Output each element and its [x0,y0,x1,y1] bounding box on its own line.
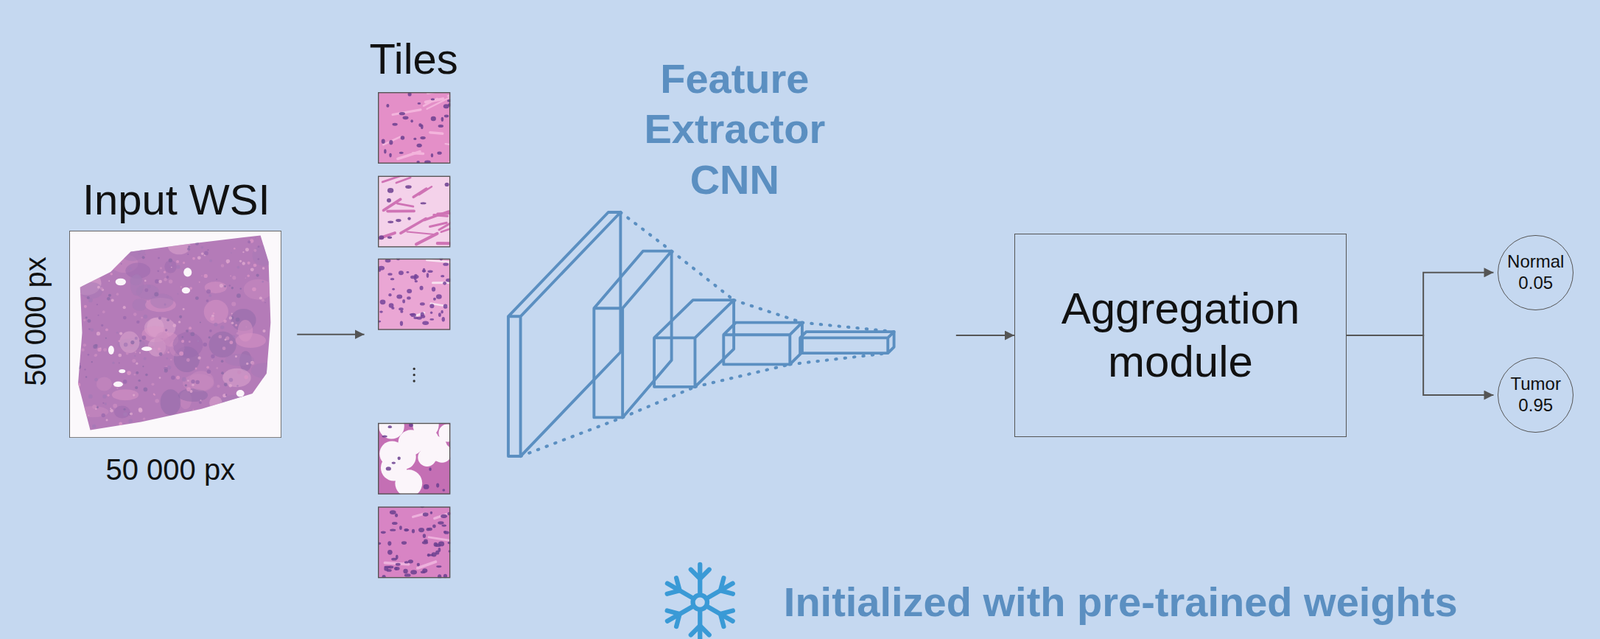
slide-image: Input WSI [69,230,282,438]
dotted-projection [789,352,888,364]
arrow-connector [1346,272,1494,336]
node-text: Tumor [1510,373,1561,395]
tissue-tile [377,422,451,494]
dotted-projection [694,364,790,387]
tissue-tile [377,506,451,578]
ellipsis-dot [412,379,415,382]
tissue-tile [377,92,451,164]
tile-border [377,506,450,578]
snowflake-icon [662,564,738,639]
heading-text: Tiles [369,33,459,85]
heading-text: Input WSI [82,173,271,226]
cnn-layer [654,299,734,387]
tissue-tile [377,175,451,247]
node-text: 0.95 [1518,394,1553,417]
arrow-connector [1346,335,1494,395]
cnn-layer [723,322,803,365]
tissue-section [78,235,271,431]
dotted-projection [520,417,623,457]
ellipsis-dot [412,373,415,376]
node-text: Normal [1507,251,1564,273]
dotted-projection [620,212,672,252]
arrow-connector [956,334,1015,336]
tiles-illustration [377,92,451,577]
dotted-projection [671,251,733,300]
slide-background [69,231,281,437]
tissue-tile [377,257,451,330]
process-box: Aggregation module [1014,233,1347,437]
cnn-figure: Feature Extractor CNN [508,212,896,456]
tile-border [377,422,450,494]
dotted-projection [622,386,695,418]
ellipsis-dot [412,366,415,370]
heading-text: Feature Extractor CNN [623,53,845,205]
note-text: Initialized with pre-trained weights [783,577,1458,627]
tile-border [377,258,450,330]
dimension-label: 50 000 px [17,256,54,387]
cnn-layer [508,212,621,456]
dimension-label: 50 000 px [105,451,235,487]
output-circle: Normal0.05 [1497,234,1574,311]
tile-border [377,92,450,163]
node-text: 0.05 [1518,272,1553,294]
arrow-connector [296,333,364,336]
slide-illustration [69,231,281,437]
tile-border [377,176,450,247]
node-text: Aggregation module [1032,282,1329,389]
output-circle: Tumor0.95 [1497,357,1574,434]
tile-stack: Tiles [377,92,451,577]
cnn-layer [800,331,894,353]
cnn-illustration [508,212,896,456]
tissue-texture [56,223,286,449]
dotted-projection [733,299,803,322]
